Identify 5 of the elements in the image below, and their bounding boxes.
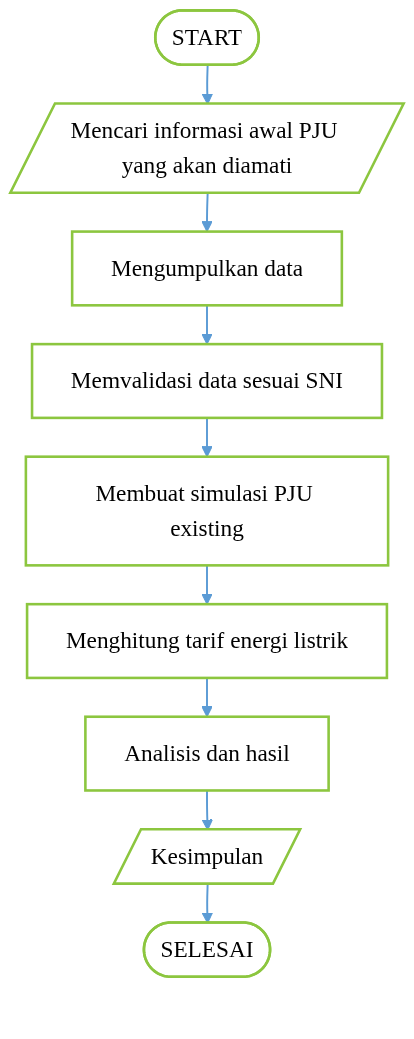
node-box: Analisis dan hasil — [84, 715, 330, 792]
node-box: Memvalidasi data sesuai SNI — [30, 342, 384, 420]
node-box: Mengumpulkan data — [70, 230, 344, 307]
node-box: Menghitung tarif energi listrik — [25, 602, 389, 680]
node-box: Membuat simulasi PJU existing — [24, 455, 390, 567]
